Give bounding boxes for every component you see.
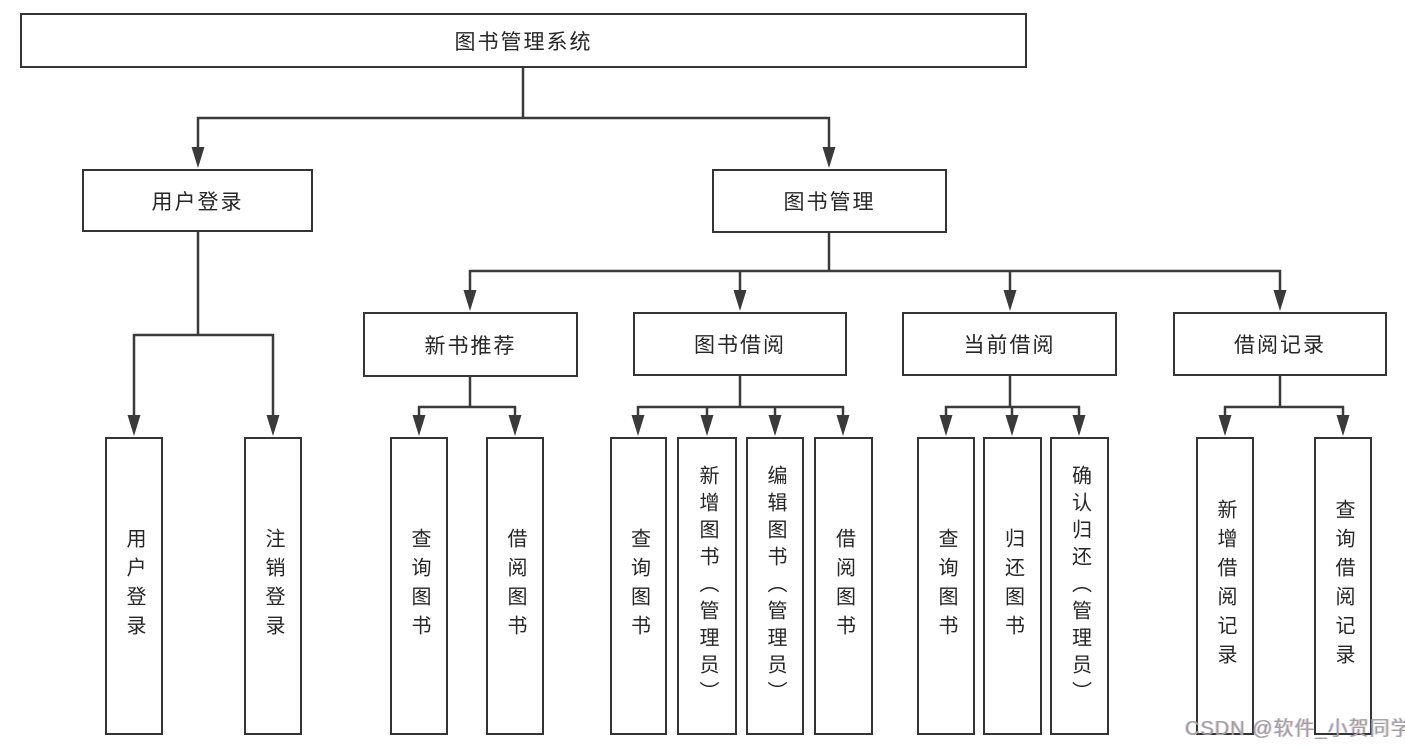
leaf-add-book-admin-box: 新增图书（管理员） [677, 437, 737, 735]
leaf-logout-box: 注销登录 [244, 437, 302, 735]
leaf-query-book-recommend-box: 查询图书 [390, 437, 448, 735]
group-new-book-recommend-box: 新书推荐 [363, 312, 578, 377]
branch-user-login-box: 用户登录 [82, 169, 313, 232]
leaf-return-book-box: 归还图书 [983, 437, 1042, 735]
leaf-query-borrow-record-box: 查询借阅记录 [1314, 437, 1372, 735]
csdn-watermark: CSDN @软件_小贺同学 [1185, 718, 1405, 740]
leaf-borrow-book-recommend-box: 借阅图书 [486, 437, 544, 735]
branch-book-management-box: 图书管理 [712, 169, 947, 233]
group-current-borrow-box: 当前借阅 [902, 312, 1117, 376]
leaf-add-borrow-record-box: 新增借阅记录 [1196, 437, 1254, 735]
leaf-query-book-current-box: 查询图书 [917, 437, 975, 735]
root-box: 图书管理系统 [20, 13, 1027, 68]
group-borrow-record-box: 借阅记录 [1173, 312, 1387, 376]
group-book-borrow-box: 图书借阅 [633, 312, 847, 376]
leaf-query-book-borrow-box: 查询图书 [610, 437, 667, 735]
leaf-borrow-book-box: 借阅图书 [814, 437, 873, 735]
leaf-confirm-return-admin-box: 确认归还（管理员） [1050, 437, 1109, 735]
leaf-user-login-box: 用户登录 [105, 437, 163, 735]
leaf-edit-book-admin-box: 编辑图书（管理员） [746, 437, 804, 735]
